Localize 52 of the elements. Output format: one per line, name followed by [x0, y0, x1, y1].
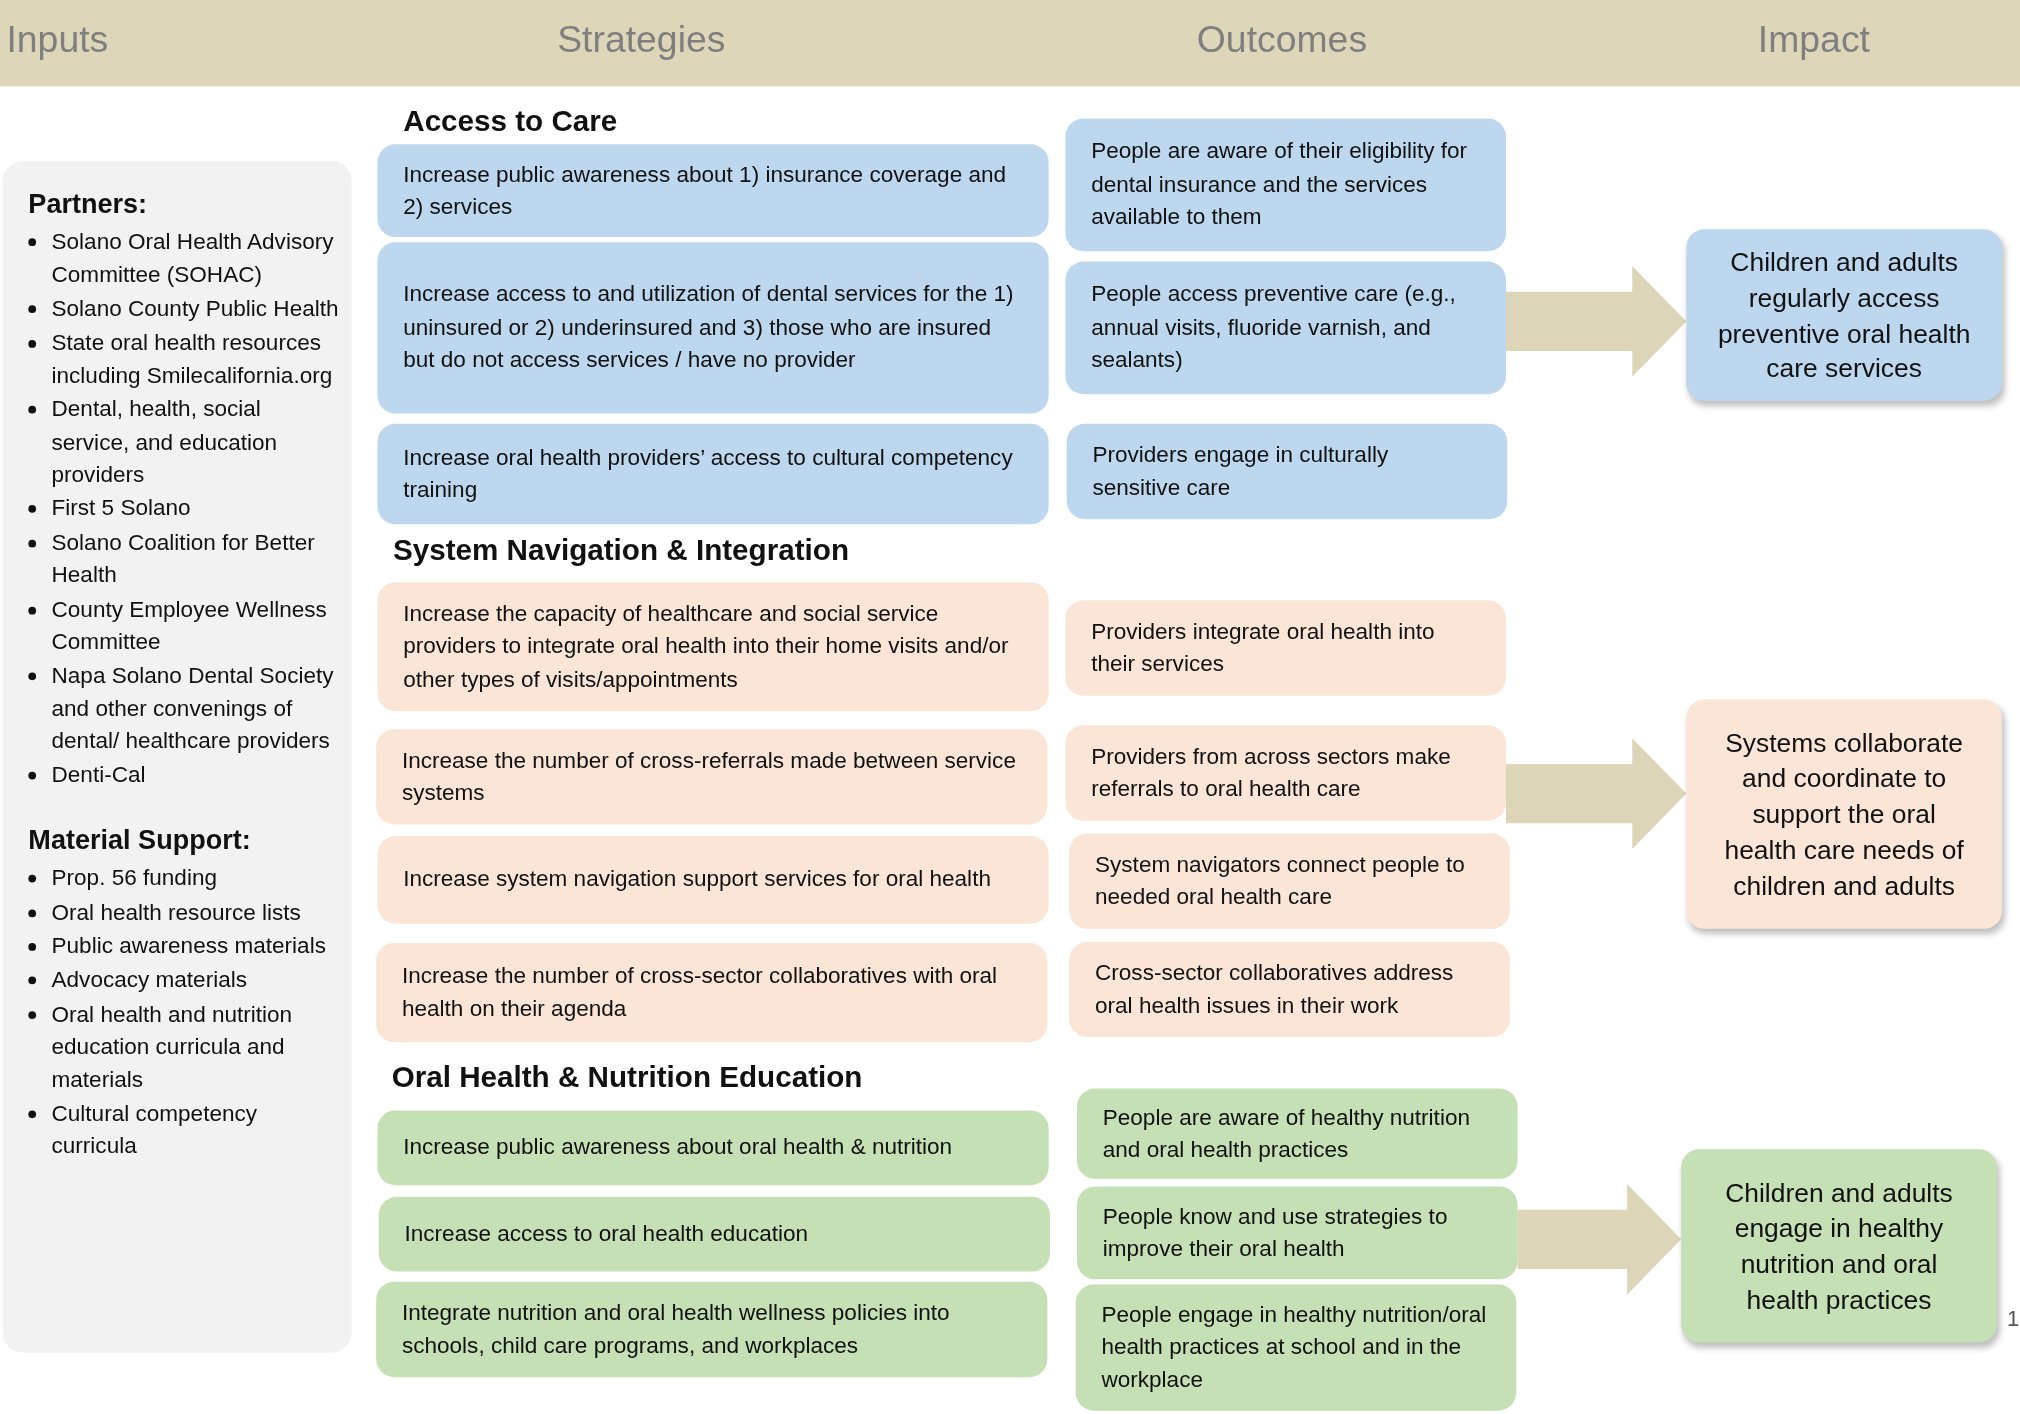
outcome-box: Providers engage in culturally sensitive care	[1066, 423, 1508, 520]
inputs-panel	[2, 161, 352, 1353]
list-heading: Material Support:	[28, 823, 252, 857]
strategy-box: Increase the capacity of healthcare and social service providers to integrate oral health into their home visits and/or other types of visits/appointments	[377, 582, 1049, 712]
list-item: Prop. 56 funding	[51, 864, 217, 891]
impact-box: Systems collaborate and coordinate to support the oral health care needs of children and adults	[1686, 699, 2002, 929]
outcome-box: People engage in healthy nutrition/oral health practices at school and in the workplace	[1075, 1284, 1517, 1411]
strategy-box: Increase access to and utilization of dental services for the 1) uninsured or 2) underinsured and 3) those who are insured but do not access services / have no provider	[377, 242, 1049, 414]
list-item: State oral health resources including Smilecalifornia.org	[51, 329, 333, 388]
outcome-box: People know and use strategies to improve their oral health	[1077, 1186, 1518, 1280]
page-number: 1	[2007, 1306, 2020, 1333]
outcome-box: Providers from across sectors make referrals to oral health care	[1065, 725, 1506, 821]
list-item: Solano Coalition for Better Health	[51, 529, 315, 588]
strategy-box: Increase access to oral health education	[378, 1196, 1050, 1272]
section-heading: Access to Care	[403, 104, 618, 140]
outcome-box: People are aware of healthy nutrition and oral health practices	[1077, 1088, 1518, 1179]
list-item: Cultural competency curricula	[51, 1100, 258, 1159]
strategy-box: Increase oral health providers’ access to cultural competency training	[377, 423, 1049, 525]
list-item: Advocacy materials	[51, 966, 247, 993]
list-item: Napa Solano Dental Society and other convenings of dental/ healthcare providers	[51, 662, 334, 754]
section-heading: System Navigation & Integration	[392, 533, 849, 569]
list-item: Oral health resource lists	[51, 898, 301, 925]
list-item: First 5 Solano	[51, 495, 191, 521]
impact-box: Children and adults engage in healthy nutrition and oral health practices	[1681, 1149, 1997, 1343]
arrow	[1506, 266, 1687, 377]
section-heading: Oral Health & Nutrition Education	[391, 1060, 863, 1096]
impact-box: Children and adults regularly access preventive oral health care services	[1686, 229, 2002, 401]
strategy-box: Increase the number of cross-sector collaboratives with oral health on their agenda	[376, 943, 1048, 1043]
list-item: Denti-Cal	[51, 761, 146, 788]
arrow	[1517, 1183, 1682, 1295]
list-item: Dental, health, social service, and education providers	[51, 395, 278, 488]
column-heading: Strategies	[557, 18, 726, 61]
column-heading: Impact	[1757, 18, 1870, 61]
outcome-box: People access preventive care (e.g., annual visits, fluoride varnish, and sealants)	[1065, 261, 1506, 395]
list-item: County Employee Wellness Committee	[51, 595, 327, 655]
outcome-box: People are aware of their eligibility for dental insurance and the services available to them	[1065, 118, 1506, 252]
outcome-box: System navigators connect people to needed oral health care	[1069, 833, 1510, 929]
column-heading: Outcomes	[1196, 18, 1368, 61]
list-item: Solano County Public Health	[51, 295, 339, 321]
strategy-box: Increase the number of cross-referrals made between service systems	[376, 729, 1048, 825]
strategy-box: Increase public awareness about oral health & nutrition	[377, 1110, 1049, 1186]
strategy-box: Increase system navigation support services for oral health	[377, 836, 1049, 924]
list-item: Oral health and nutrition education curricula and materials	[51, 1000, 293, 1092]
arrow	[1506, 738, 1687, 849]
list-heading: Partners:	[28, 187, 149, 220]
outcome-box: Cross-sector collaboratives address oral health issues in their work	[1069, 941, 1510, 1038]
strategy-box: Increase public awareness about 1) insurance coverage and 2) services	[377, 144, 1049, 238]
list-item: Solano Oral Health Advisory Committee (SOHAC)	[51, 228, 334, 288]
strategy-box: Integrate nutrition and oral health wellness policies into schools, child care programs, and workplaces	[376, 1281, 1048, 1378]
column-heading: Inputs	[6, 18, 109, 61]
outcome-box: Providers integrate oral health into their services	[1065, 600, 1506, 696]
list-item: Public awareness materials	[51, 932, 326, 959]
